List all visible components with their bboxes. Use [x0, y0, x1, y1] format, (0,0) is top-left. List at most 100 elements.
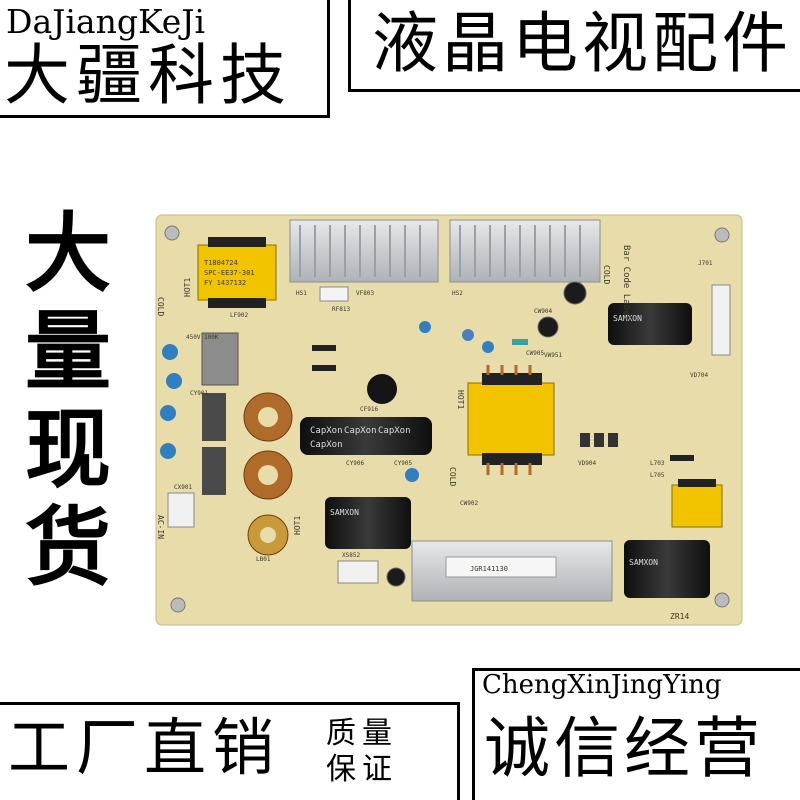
x-capacitor [202, 447, 226, 495]
mounting-hole [164, 225, 180, 241]
output-connector [711, 284, 731, 356]
silk-ref: L705 [650, 472, 665, 479]
y-capacitor [160, 405, 176, 421]
product-photo-pcb: T1804724 SPC-EE37-301 FY 1437132 [150, 205, 750, 645]
honest-business-latin: ChengXinJingYing [482, 670, 722, 700]
serial-label: JGR141130 [470, 565, 508, 573]
slogan-char: 量 [25, 302, 111, 402]
quality-guarantee: 质量 保证 [326, 716, 406, 788]
x-capacitor [202, 393, 226, 441]
samxon-label: SAMXON [330, 508, 359, 517]
silk-ref: LB01 [256, 556, 271, 563]
choke-2 [243, 450, 293, 500]
silk-ref: CF916 [360, 406, 378, 413]
transistor [608, 433, 618, 447]
silk-ac-in: AC-IN [156, 515, 165, 539]
slogan-char: 货 [25, 498, 111, 598]
transistor [594, 433, 604, 447]
title-box [348, 0, 800, 92]
silk-ref: VD704 [690, 372, 708, 379]
small-capacitor [563, 281, 587, 305]
capxon-label: CapXon [344, 426, 377, 436]
silk-cold-mid: COLD [448, 467, 457, 486]
y-capacitor [162, 344, 178, 360]
heatsink-bottom: JGR141130 [411, 540, 613, 602]
mounting-hole [714, 592, 730, 608]
aux-transformer [671, 479, 723, 528]
quality-line: 保证 [326, 752, 398, 787]
silk-ref: VD904 [578, 460, 596, 467]
heatsink-top-left [289, 219, 439, 283]
samxon-label: SAMXON [629, 558, 658, 567]
mounting-hole [170, 597, 186, 613]
capxon-label: CapXon [378, 426, 411, 436]
silk-ref: L703 [650, 460, 665, 467]
silk-cap-rating: 450V 100K [186, 334, 219, 341]
silk-hot-left: HOT1 [183, 278, 192, 297]
transformer-label: T1804724 [204, 259, 238, 267]
slogan-char: 大 [25, 204, 111, 304]
silk-board-id: ZR14 [670, 612, 689, 621]
heatsink-top-right [449, 219, 601, 283]
transformer-label: FY 1437132 [204, 279, 246, 287]
silk-ref: CY901 [190, 390, 208, 397]
small-capacitor [386, 567, 406, 587]
pcb-board [155, 214, 743, 626]
resistor [462, 329, 474, 341]
ac-input-connector [167, 492, 195, 528]
transistor [580, 433, 590, 447]
quality-line: 质量 [326, 716, 398, 751]
silk-ref: HS1 [296, 290, 307, 297]
y-capacitor [482, 341, 494, 353]
standby-transformer: T1804724 SPC-EE37-301 FY 1437132 [197, 237, 277, 308]
main-transformer [467, 365, 555, 475]
brand-chinese-name: 大疆科技 [4, 37, 292, 114]
capxon-label: CapXon [310, 440, 343, 450]
silk-bar-code-label: Bar Code Label [621, 245, 631, 321]
brand-box [0, 0, 330, 118]
silk-ref: J701 [698, 260, 713, 267]
silk-ref: CW904 [534, 308, 552, 315]
samxon-label: SAMXON [613, 314, 642, 323]
x-capacitor [201, 332, 239, 386]
slogan-char: 现 [25, 400, 111, 500]
diode [312, 365, 336, 371]
silk-ref: RF813 [332, 306, 350, 313]
capxon-label: CapXon [310, 426, 343, 436]
silk-ref: CW905 [526, 350, 544, 357]
silk-ref: VW951 [544, 352, 562, 359]
y-capacitor [160, 443, 176, 459]
factory-direct-sales: 工厂直销 [8, 711, 281, 784]
samxon-capacitor-mid: SAMXON [325, 497, 411, 549]
silk-hot-mid: HOT1 [456, 390, 465, 409]
choke-1 [243, 392, 293, 442]
silk-ref: CX901 [174, 484, 192, 491]
signal-connector [337, 560, 379, 584]
samxon-capacitor-right-bottom: SAMXON [624, 540, 710, 598]
silk-ref: CW902 [460, 500, 478, 507]
bottom-right-box [472, 668, 800, 800]
product-category-title: 液晶电视配件 [372, 5, 792, 82]
transformer-label: SPC-EE37-301 [204, 269, 255, 277]
honest-business-chinese: 诚信经营 [484, 710, 764, 787]
y-capacitor [419, 321, 431, 333]
bulk-capacitor: CapXon CapXon CapXon CapXon [300, 417, 432, 455]
small-capacitor [537, 316, 559, 338]
bottom-left-box [0, 702, 460, 800]
silk-hot-bottom: HOT1 [293, 516, 302, 535]
silk-cold-right: COLD [602, 265, 611, 284]
y-capacitor [166, 373, 182, 389]
y-capacitor [405, 468, 419, 482]
samxon-capacitor-right-top: SAMXON [608, 303, 692, 345]
ntc-thermistor [367, 374, 397, 404]
resistor [512, 339, 528, 345]
silk-ref: XS852 [342, 552, 360, 559]
silk-cold-left: COLD [156, 297, 165, 316]
brand-latin-name: DaJiangKeJi [6, 2, 206, 41]
silk-ref: LF902 [230, 312, 248, 319]
silk-ref: VF803 [356, 290, 374, 297]
silk-ref: CY905 [394, 460, 412, 467]
silk-ref: CY906 [346, 460, 364, 467]
silk-ref: HS2 [452, 290, 463, 297]
diode [670, 455, 694, 461]
